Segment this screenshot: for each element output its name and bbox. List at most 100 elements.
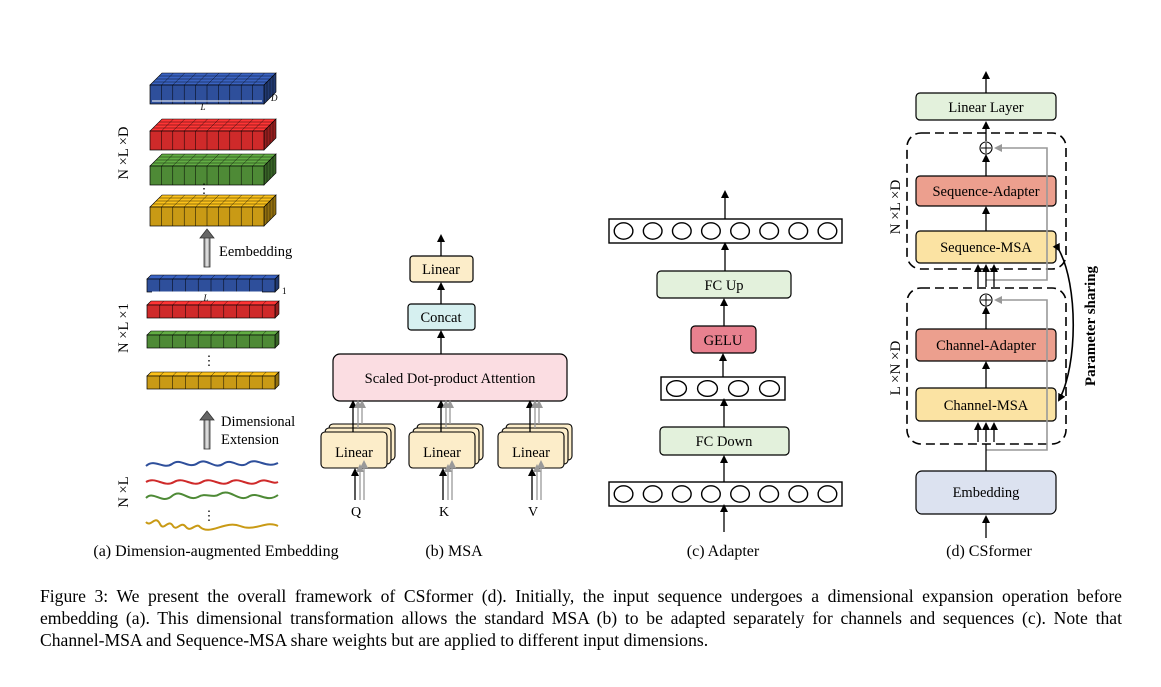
- channel-msa-label: Channel-MSA: [944, 398, 1029, 414]
- parameter-sharing-arrow: [1052, 242, 1074, 402]
- skip-connection-sequence: [986, 144, 1048, 281]
- linear-layer-label: Linear Layer: [948, 100, 1023, 116]
- embedding-box: Embedding: [915, 470, 1057, 515]
- dimensional-label-line1: Dimensional: [221, 414, 295, 430]
- concat-box: Concat: [407, 303, 476, 331]
- dim-label-chan: L ×N ×D: [888, 340, 904, 395]
- neuron-icon: [696, 379, 719, 398]
- caption-panel-b: (b) MSA: [425, 543, 483, 560]
- input-q-label: Q: [351, 505, 361, 520]
- neuron-icon: [817, 485, 838, 503]
- fc-down-box: FC Down: [659, 426, 790, 456]
- figure-caption: Figure 3: We present the overall framewo…: [40, 586, 1122, 650]
- dimensional-label-line2: Extension: [221, 432, 280, 448]
- dim-label-nl-a: N ×L: [116, 476, 132, 507]
- embedding-arrow-label: Eembedding: [219, 244, 292, 260]
- linear-q-stack-label: Linear: [335, 445, 373, 461]
- linear-top-label: Linear: [422, 262, 460, 278]
- gelu-box: GELU: [690, 325, 757, 354]
- caption-panel-d: (d) CSformer: [946, 543, 1032, 560]
- label-l-top: L: [199, 102, 205, 112]
- ellipsis-top: ⋮: [198, 181, 211, 196]
- neuron-layer-middle: [660, 376, 786, 401]
- neuron-icon: [759, 222, 780, 240]
- fc-up-label: FC Up: [704, 278, 743, 294]
- label-l-mid: L: [202, 293, 208, 303]
- linear-top-box: Linear: [409, 255, 474, 283]
- neuron-layer-top: [608, 218, 843, 244]
- embedding-label: Embedding: [953, 485, 1020, 501]
- panel-d: Linear Layer Sequence-Adapter Sequence-M…: [888, 71, 1099, 560]
- neuron-icon: [727, 379, 750, 398]
- linear-v-stack: Linear: [497, 400, 573, 500]
- channel-adapter-label: Channel-Adapter: [936, 338, 1036, 354]
- channel-adapter-box: Channel-Adapter: [915, 328, 1057, 362]
- dimensional-extension-arrow-icon: [199, 410, 215, 450]
- caption-panel-a: (a) Dimension-augmented Embedding: [93, 543, 338, 560]
- sequence-msa-label: Sequence-MSA: [940, 240, 1032, 256]
- embedding-arrow-icon: [199, 228, 215, 268]
- sequence-adapter-box: Sequence-Adapter: [915, 175, 1057, 207]
- attention-box: Scaled Dot-product Attention: [332, 353, 568, 402]
- label-1-mid: 1: [282, 286, 287, 296]
- neuron-icon: [671, 222, 692, 240]
- tensor-gold-flat: [146, 371, 280, 390]
- wave-blue: [145, 460, 279, 467]
- wave-green: [145, 491, 279, 500]
- concat-label: Concat: [420, 310, 461, 326]
- panel-a: N ×L ×D N ×L ×1 N ×L L D L 1 ⋮ ⋮ ⋮ Eembe…: [93, 72, 339, 560]
- fc-down-label: FC Down: [696, 434, 754, 450]
- parameter-sharing-label: Parameter sharing: [1083, 265, 1099, 386]
- dim-label-seq: N ×L ×D: [888, 179, 904, 234]
- attention-label: Scaled Dot-product Attention: [365, 371, 536, 387]
- neuron-icon: [700, 222, 721, 240]
- tensor-green-flat: [146, 330, 280, 349]
- neuron-icon: [788, 222, 809, 240]
- linear-q-stack: Linear: [320, 400, 396, 500]
- neuron-icon: [730, 222, 751, 240]
- neuron-icon: [665, 379, 688, 398]
- tensor-blue-flat: [146, 274, 280, 293]
- wave-gold: [145, 519, 279, 531]
- channel-msa-box: Channel-MSA: [915, 387, 1057, 422]
- tensor-red-3d: [149, 118, 277, 151]
- neuron-icon: [613, 485, 634, 503]
- input-v-label: V: [528, 505, 538, 520]
- neuron-icon: [700, 485, 721, 503]
- linear-v-stack-label: Linear: [512, 445, 550, 461]
- neuron-icon: [788, 485, 809, 503]
- tensor-gold-3d: [149, 194, 277, 227]
- caption-panel-c: (c) Adapter: [687, 543, 760, 560]
- panel-b: Linear Concat Scaled Dot-product Attenti…: [320, 234, 573, 560]
- sequence-adapter-label: Sequence-Adapter: [932, 184, 1039, 200]
- ellipsis-bot: ⋮: [203, 508, 216, 523]
- wave-red: [145, 479, 279, 485]
- sequence-msa-box: Sequence-MSA: [915, 230, 1057, 264]
- plus-circle-mid-icon: [979, 293, 993, 307]
- plus-circle-top-icon: [979, 141, 993, 155]
- triple-arrow-chan: [974, 422, 998, 442]
- linear-k-stack-label: Linear: [423, 445, 461, 461]
- panel-c: FC Up GELU FC Down (c) Adapter: [608, 190, 843, 560]
- linear-k-stack: Linear: [408, 400, 484, 500]
- input-k-label: K: [439, 505, 449, 520]
- fc-up-box: FC Up: [656, 270, 792, 299]
- tensor-blue-3d: [149, 72, 277, 105]
- linear-layer-box: Linear Layer: [915, 92, 1057, 121]
- skip-connection-channel: [986, 296, 1048, 451]
- tensor-red-flat: [146, 300, 280, 319]
- dim-label-nl1-a: N ×L ×1: [116, 303, 132, 353]
- gelu-label: GELU: [704, 333, 743, 349]
- tensor-green-3d: [149, 153, 277, 186]
- triple-arrow-seq: [974, 264, 998, 287]
- neuron-icon: [817, 222, 838, 240]
- neuron-icon: [642, 222, 663, 240]
- dim-label-nld-a: N ×L ×D: [116, 127, 132, 180]
- neuron-icon: [642, 485, 663, 503]
- neuron-icon: [613, 222, 634, 240]
- label-d-top: D: [270, 93, 278, 103]
- neuron-layer-bottom: [608, 481, 843, 507]
- neuron-icon: [758, 379, 781, 398]
- ellipsis-mid: ⋮: [203, 353, 216, 368]
- neuron-icon: [759, 485, 780, 503]
